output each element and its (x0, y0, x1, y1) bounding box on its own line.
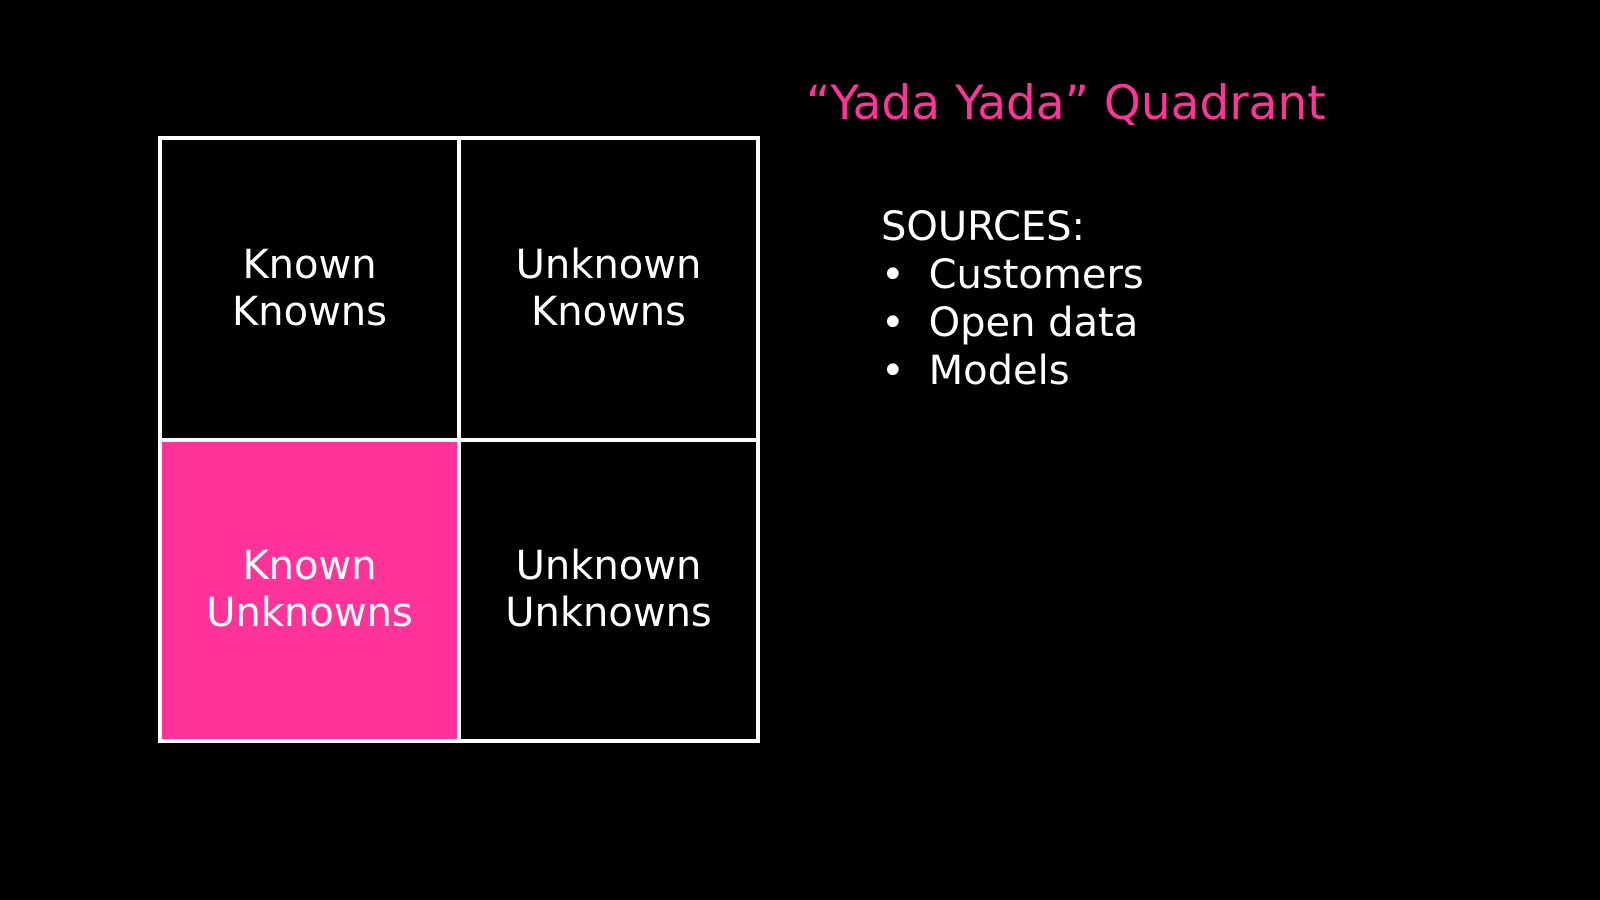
quadrant-cell-label: Unknown Knowns (515, 241, 702, 335)
sources-item-label: Open data (928, 300, 1139, 346)
bullet-icon: • (881, 348, 905, 394)
quadrant-cell-label: Known Unknowns (206, 543, 413, 637)
quadrant-cell-label: Known Knowns (232, 241, 387, 335)
quadrant-cell-unknown-unknowns: Unknown Unknowns (461, 441, 756, 739)
sources-list: • Customers • Open data • Models (881, 251, 1144, 395)
bullet-icon: • (881, 252, 905, 298)
sources-block: SOURCES: • Customers • Open data • Model… (881, 203, 1144, 395)
quadrant-cell-label: Unknown Unknowns (505, 543, 712, 637)
quadrant-cell-known-knowns: Known Knowns (162, 140, 457, 438)
list-item: • Open data (881, 299, 1144, 347)
list-item: • Models (881, 347, 1144, 395)
quadrant-grid: Known Knowns Unknown Knowns Known Unknow… (158, 136, 760, 743)
list-item: • Customers (881, 251, 1144, 299)
sources-item-label: Customers (928, 252, 1144, 298)
slide-title: “Yada Yada” Quadrant (806, 76, 1326, 131)
sources-item-label: Models (928, 348, 1070, 394)
bullet-icon: • (881, 300, 905, 346)
quadrant-cell-unknown-knowns: Unknown Knowns (461, 140, 756, 438)
quadrant-cell-known-unknowns: Known Unknowns (162, 441, 457, 739)
sources-heading: SOURCES: (881, 204, 1086, 250)
